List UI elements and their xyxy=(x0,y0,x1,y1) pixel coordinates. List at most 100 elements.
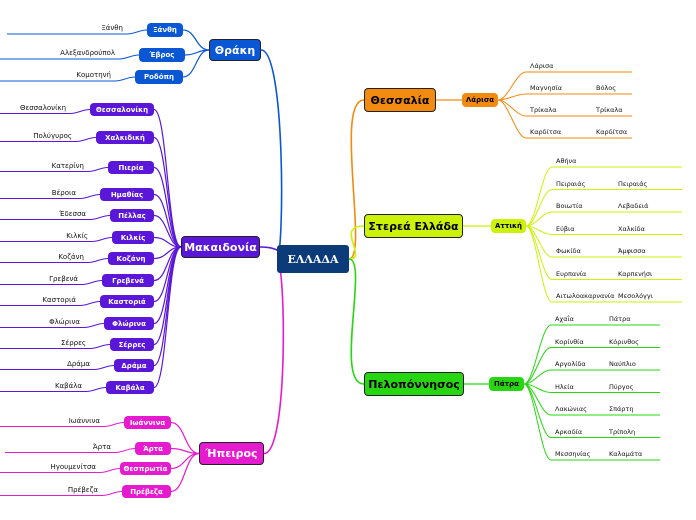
makedonia-prefecture-node[interactable]: Κοζάνη xyxy=(108,252,154,265)
sterea-city-label: Μεσολόγγι xyxy=(618,292,653,300)
connector-makedonia-sub-10 xyxy=(153,246,182,346)
peloponnisos-city-label: Τρίπολη xyxy=(609,427,636,436)
connector-makedonia-sub-1 xyxy=(153,136,182,248)
connector-makedonia-leaf-5 xyxy=(0,237,113,242)
connector-sterea-item-3 xyxy=(525,225,682,235)
connector-makedonia-sub-12 xyxy=(153,246,182,389)
peloponnisos-prefecture-label: Μεσσηνίας xyxy=(555,450,591,458)
connector-ipeiros-sub-2 xyxy=(170,452,200,470)
region-capital-node-peloponnisos[interactable]: Πάτρα xyxy=(489,377,524,391)
sterea-prefecture-label: Ευρπανία xyxy=(556,269,587,278)
connector-peloponnisos-item-6 xyxy=(523,383,660,461)
sterea-city-label: Καρπενήσι xyxy=(618,269,653,278)
thessalia-city-label: Καρδίτσα xyxy=(596,128,628,136)
region-node-ipeiros[interactable]: Ήπειρος xyxy=(199,442,264,465)
connector-makedonia-leaf-10 xyxy=(0,344,111,349)
connector-thessalia-item-3 xyxy=(497,99,632,139)
makedonia-prefecture-node[interactable]: Γρεβενά xyxy=(102,274,154,287)
connector-ipeiros-sub-1 xyxy=(170,447,200,455)
makedonia-capital-label: Κοζάνη xyxy=(58,252,84,261)
connector-sterea-item-2 xyxy=(525,211,682,227)
peloponnisos-city-label: Καλαμάτα xyxy=(609,450,643,458)
connector-makedonia-leaf-2 xyxy=(0,167,109,172)
makedonia-capital-label: Θεσσαλονίκη xyxy=(19,103,66,112)
makedonia-prefecture-node[interactable]: Θεσσαλονίκη xyxy=(90,103,154,116)
thessalia-prefecture-label: Μαγνησία xyxy=(530,84,563,92)
connector-ipeiros-leaf-1 xyxy=(5,448,136,453)
connector-makedonia-leaf-12 xyxy=(0,387,107,392)
makedonia-prefecture-node[interactable]: Χαλκιδική xyxy=(96,131,154,144)
connector-center-thessalia xyxy=(348,99,365,260)
region-node-sterea[interactable]: Στερεά Ελλάδα xyxy=(364,214,463,238)
peloponnisos-prefecture-label: Ηλεία xyxy=(555,382,574,391)
peloponnisos-city-label: Κόρινθος xyxy=(609,337,639,346)
region-node-thraki[interactable]: Θράκη xyxy=(209,39,261,61)
makedonia-capital-label: Έδεσσα xyxy=(59,209,86,218)
makedonia-prefecture-node[interactable]: Καβάλα xyxy=(106,381,154,394)
makedonia-capital-label: Βέροια xyxy=(51,188,76,197)
region-node-makedonia[interactable]: Μακαιδονία xyxy=(181,236,260,258)
thraki-prefecture-node[interactable]: Ροδόπη xyxy=(135,70,183,84)
makedonia-prefecture-node[interactable]: Κιλκίς xyxy=(112,231,154,244)
peloponnisos-prefecture-label: Αργολίδα xyxy=(555,360,586,368)
connector-peloponnisos-item-1 xyxy=(523,347,660,385)
peloponnisos-city-label: Σπάρτη xyxy=(609,405,634,413)
region-node-peloponnisos[interactable]: Πελοπόννησος xyxy=(364,372,464,396)
region-capital-node-thessalia[interactable]: Λάρισα xyxy=(462,93,498,107)
makedonia-prefecture-node[interactable]: Ημαθίας xyxy=(100,188,154,201)
peloponnisos-city-label: Πάτρα xyxy=(609,315,631,323)
sterea-city-label: Πειραιάς xyxy=(618,179,648,188)
ipeiros-prefecture-node[interactable]: Άρτα xyxy=(135,442,171,455)
connector-center-thraki xyxy=(260,49,283,260)
peloponnisos-prefecture-label: Αχαΐα xyxy=(555,315,574,323)
connector-makedonia-leaf-3 xyxy=(0,194,101,199)
sterea-prefecture-label: Φωκίδα xyxy=(556,247,581,255)
thessalia-prefecture-label: Καρδίτσα xyxy=(530,128,562,136)
sterea-prefecture-label: Αιτωλοακαρνανία xyxy=(556,292,615,300)
makedonia-prefecture-node[interactable]: Φλώρινα xyxy=(104,317,154,330)
sterea-city-label: Λεβαδειά xyxy=(618,202,649,210)
makedonia-capital-label: Καστοριά xyxy=(42,295,76,304)
connector-thraki-leaf-1 xyxy=(0,54,140,60)
connector-sterea-item-6 xyxy=(525,225,682,303)
connector-makedonia-sub-2 xyxy=(153,166,182,248)
connector-peloponnisos-item-3 xyxy=(523,383,660,393)
center-node-greece[interactable]: ΕΛΛΑΔΑ xyxy=(277,245,349,273)
makedonia-capital-label: Σέρρες xyxy=(61,338,86,347)
makedonia-prefecture-node[interactable]: Πέλλας xyxy=(110,209,154,222)
thraki-prefecture-node[interactable]: Έβρος xyxy=(139,48,185,62)
peloponnisos-city-label: Ναύπλιο xyxy=(609,360,636,368)
region-capital-node-sterea[interactable]: Αττική xyxy=(491,219,526,233)
thraki-prefecture-node[interactable]: Ξάνθη xyxy=(147,23,183,37)
thessalia-city-label: Βόλος xyxy=(596,84,617,92)
connector-sterea-item-4 xyxy=(525,225,682,258)
sterea-prefecture-label: Αθήνα xyxy=(556,157,577,165)
ipeiros-prefecture-node[interactable]: Ιωάννινα xyxy=(124,416,171,429)
thessalia-prefecture-label: Λάρισα xyxy=(530,62,554,70)
sterea-city-label: Άμφισσα xyxy=(618,247,646,255)
ipeiros-capital-label: Ιωάννινα xyxy=(68,416,100,425)
connector-makedonia-leaf-4 xyxy=(0,215,111,220)
connector-makedonia-leaf-7 xyxy=(0,280,103,285)
ipeiros-prefecture-node[interactable]: Πρέβεζα xyxy=(122,485,171,498)
thraki-capital-label: Ξάνθη xyxy=(101,24,123,32)
connector-ipeiros-leaf-0 xyxy=(0,422,125,427)
makedonia-prefecture-node[interactable]: Καστοριά xyxy=(100,295,154,308)
thessalia-city-label: Τρίκαλα xyxy=(596,106,623,114)
region-node-thessalia[interactable]: Θεσσαλία xyxy=(364,88,436,112)
makedonia-capital-label: Καβάλα xyxy=(54,381,82,390)
connector-peloponnisos-item-0 xyxy=(523,324,660,385)
peloponnisos-prefecture-label: Κορίνθία xyxy=(555,337,584,346)
makedonia-prefecture-node[interactable]: Δράμα xyxy=(114,359,154,372)
makedonia-prefecture-node[interactable]: Σέρρες xyxy=(110,338,154,351)
connector-makedonia-sub-4 xyxy=(153,214,182,248)
makedonia-capital-label: Γρεβενά xyxy=(49,274,78,283)
ipeiros-prefecture-node[interactable]: Θεσπρωτία xyxy=(120,462,171,475)
connector-thessalia-item-1 xyxy=(497,93,632,101)
peloponnisos-prefecture-label: Αρκαδία xyxy=(555,427,583,436)
makedonia-prefecture-node[interactable]: Πιερία xyxy=(108,161,154,174)
connector-thraki-sub-0 xyxy=(182,29,210,51)
connector-sterea-item-1 xyxy=(525,189,682,227)
connector-makedonia-leaf-0 xyxy=(0,109,91,114)
